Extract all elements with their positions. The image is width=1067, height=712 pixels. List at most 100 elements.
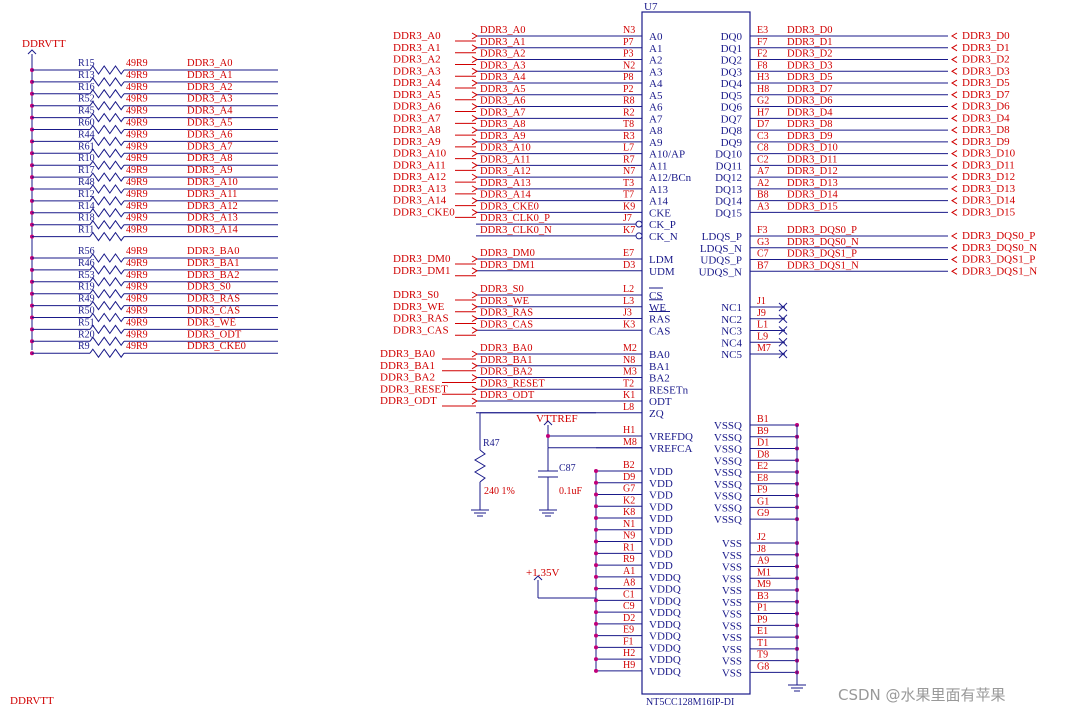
pin-number: D1: [757, 438, 769, 449]
pin-name: VDD: [649, 548, 673, 560]
vdd-junction: [594, 480, 598, 485]
port-arrow: [471, 114, 478, 122]
pin-number: P9: [757, 614, 768, 625]
resistor-value: 49R9: [126, 201, 148, 212]
resistor-value: 49R9: [126, 189, 148, 200]
vdd-junction: [594, 492, 598, 497]
pin-name: DQ11: [716, 160, 742, 172]
pin-number: F9: [757, 485, 768, 496]
pin-name: VSSQ: [714, 502, 742, 514]
pin-number: H2: [623, 648, 635, 659]
port-label-left: DDR3_WE: [393, 301, 445, 313]
pin-name: VDDQ: [649, 642, 681, 654]
port-arrow: [471, 79, 478, 87]
port-arrow: [471, 67, 478, 75]
termination-resistor: [89, 160, 125, 171]
port-label-left: DDR3_A8: [393, 124, 441, 136]
pin-number: N3: [623, 25, 635, 36]
resistor-net-label: DDR3_A8: [187, 153, 233, 164]
port-label-right: DDR3_DQS1_N: [962, 265, 1037, 277]
resistor-net-label: DDR3_A13: [187, 213, 238, 224]
vdd-junction: [594, 668, 598, 673]
resistor-ref: R16: [78, 82, 95, 93]
pin-name: WE: [649, 302, 666, 314]
port-label-right: DDR3_DQS0_N: [962, 242, 1037, 254]
termination-resistor: [89, 288, 125, 299]
pin-number: M7: [757, 343, 771, 354]
pin-name: VSS: [722, 620, 742, 632]
pin-name: VSSQ: [714, 420, 742, 432]
pin-number: R7: [623, 154, 635, 165]
resistor-net-label: DDR3_BA1: [187, 258, 240, 269]
vdd-junction: [594, 610, 598, 615]
pin-name: VSS: [722, 573, 742, 585]
pin-number: D8: [757, 449, 769, 460]
pin-name: DQ14: [715, 196, 742, 208]
port-label-left: DDR3_DM0: [393, 253, 451, 265]
pin-net-label: DDR3_A13: [480, 178, 531, 189]
port-label-left: DDR3_A13: [393, 183, 447, 195]
pin-name: RAS: [649, 314, 670, 326]
resistor-ref: R52: [78, 94, 95, 105]
port-label-right: DDR3_D1: [962, 42, 1010, 54]
pin-name: A12/BCn: [649, 172, 692, 184]
watermark: CSDN @水果里面有苹果: [838, 686, 1006, 704]
pin-net-label: DDR3_A2: [480, 49, 526, 60]
pin-name: VDD: [649, 478, 673, 490]
resistor-value: 49R9: [126, 118, 148, 129]
port-arrow: [951, 79, 958, 87]
port-arrow: [951, 103, 958, 110]
resistor-net-label: DDR3_A9: [187, 165, 233, 176]
pin-number: R3: [623, 131, 635, 142]
pin-net-label: DDR3_DQS0_P: [787, 225, 857, 236]
chip-ref: U7: [644, 1, 658, 13]
resistor-ref: R15: [78, 58, 95, 69]
port-label-right: DDR3_D11: [962, 159, 1015, 171]
pin-name: LDM: [649, 254, 674, 266]
pin-number: F1: [623, 636, 634, 647]
port-arrow: [951, 126, 958, 134]
vdd-junction: [594, 657, 598, 662]
termination-resistor: [89, 100, 125, 111]
pin-number: K1: [623, 390, 635, 401]
pin-name: BA2: [649, 373, 670, 385]
pin-net-label: DDR3_D1: [787, 37, 833, 48]
pin-name: VSS: [722, 609, 742, 621]
pin-name: VDDQ: [649, 619, 681, 631]
cap-value: 0.1uF: [559, 486, 583, 497]
resistor-net-label: DDR3_A11: [187, 189, 237, 200]
pin-number: C9: [623, 601, 635, 612]
pin-number: E1: [757, 626, 768, 637]
pin-net-label: DDR3_BA2: [480, 367, 533, 378]
pin-net-label: DDR3_A11: [480, 154, 530, 165]
port-label-left: DDR3_A4: [393, 77, 441, 89]
resistor-ref: R50: [78, 306, 95, 317]
pin-name: VSS: [722, 562, 742, 574]
pin-name: VDDQ: [649, 595, 681, 607]
pin-name: A11: [649, 160, 668, 172]
resistor-net-label: DDR3_ODT: [187, 329, 242, 340]
pin-net-label: DDR3_D6: [787, 96, 833, 107]
pin-number: A3: [757, 201, 769, 212]
pin-net-label: DDR3_A1: [480, 37, 526, 48]
pin-name: DQ12: [715, 172, 742, 184]
pin-name: VSS: [722, 632, 742, 644]
pin-net-label: DDR3_A6: [480, 96, 526, 107]
pin-number: T8: [623, 119, 634, 130]
resistor-value: 49R9: [126, 341, 148, 352]
pin-name: BA1: [649, 361, 670, 373]
pin-number: G3: [757, 237, 769, 248]
resistor-value: 49R9: [126, 153, 148, 164]
port-label-right: DDR3_D9: [962, 136, 1010, 148]
pin-name: VDD: [649, 466, 673, 478]
pin-name: VDD: [649, 537, 673, 549]
pin-name: VSS: [722, 656, 742, 668]
pin-number: F2: [757, 49, 768, 60]
resistor-value: 49R9: [126, 258, 148, 269]
pin-number: C8: [757, 143, 769, 154]
port-arrow: [951, 197, 958, 205]
port-arrow: [471, 362, 478, 370]
pin-net-label: DDR3_A3: [480, 60, 526, 71]
pin-number: T2: [623, 378, 634, 389]
port-arrow: [951, 267, 958, 275]
